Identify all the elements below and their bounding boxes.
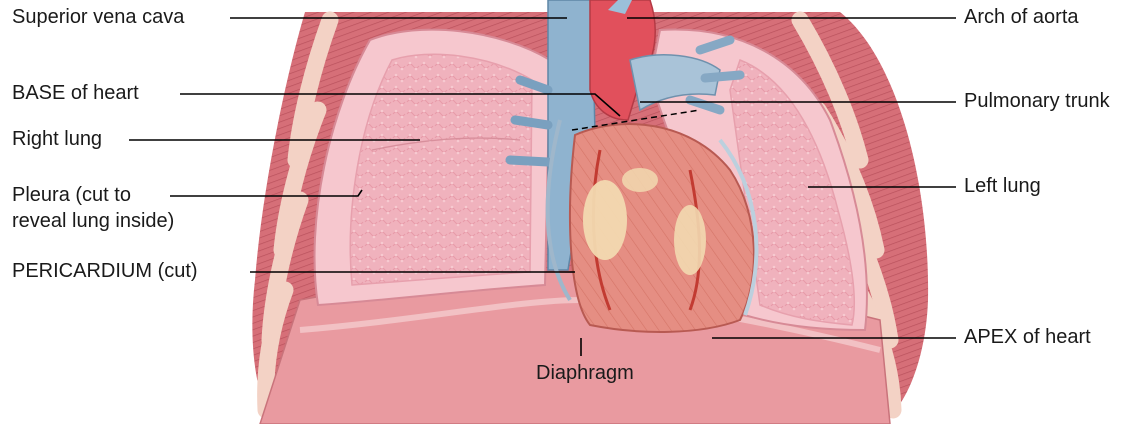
- label-pericardium: PERICARDIUM (cut): [12, 260, 198, 283]
- label-pleura-line1: Pleura (cut to: [12, 184, 131, 207]
- label-left-lung: Left lung: [964, 175, 1041, 198]
- label-base-of-heart: BASE of heart: [12, 82, 139, 105]
- label-apex-of-heart: APEX of heart: [964, 326, 1091, 349]
- label-superior-vena-cava: Superior vena cava: [12, 6, 184, 29]
- label-diaphragm: Diaphragm: [536, 362, 634, 385]
- label-arch-of-aorta: Arch of aorta: [964, 6, 1079, 29]
- label-pleura-line2: reveal lung inside): [12, 210, 174, 233]
- label-right-lung: Right lung: [12, 128, 102, 151]
- label-pulmonary-trunk: Pulmonary trunk: [964, 90, 1110, 113]
